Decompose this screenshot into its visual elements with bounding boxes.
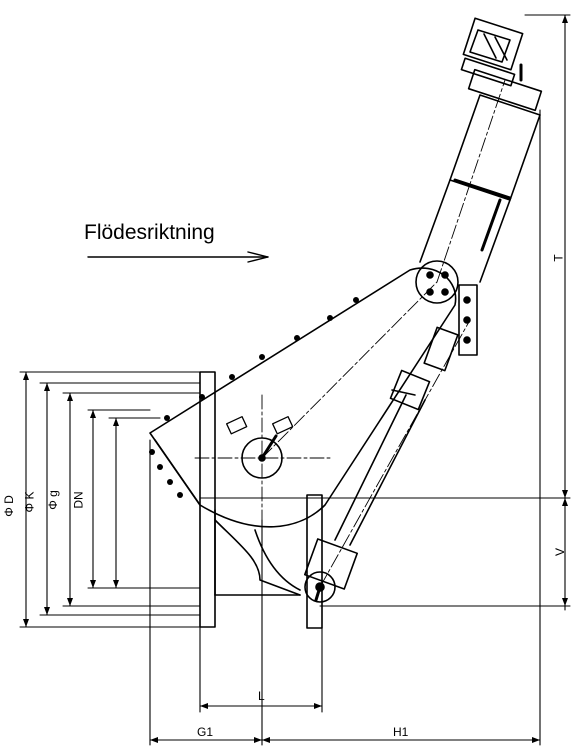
dim-dn-label: DN — [71, 491, 86, 509]
dimension-arrowheads — [23, 15, 568, 743]
valve-body — [149, 267, 457, 596]
pivot — [415, 260, 459, 304]
pipe-flange — [199, 371, 301, 628]
side-assembly — [423, 284, 478, 372]
dim-phi-d-label: Φ D — [1, 495, 16, 517]
seat-flange — [306, 494, 323, 629]
dim-l-label: L — [258, 689, 265, 703]
right-dimensions — [199, 14, 571, 746]
dim-phi-g-label: Φ g — [45, 490, 60, 510]
dim-t-label: T — [551, 254, 566, 262]
solenoid — [460, 17, 524, 87]
flow-arrow — [87, 251, 269, 263]
body-marks — [225, 416, 294, 435]
lower-pivot — [303, 538, 359, 603]
flow-direction-label: Flödesriktning — [84, 221, 215, 244]
bottom-dimensions — [149, 439, 541, 746]
piston-rod — [334, 369, 431, 546]
dim-h1-label: H1 — [393, 725, 409, 739]
dim-g1-label: G1 — [197, 725, 214, 739]
dim-v-label: V — [553, 547, 568, 557]
dim-phi-k-label: Φ K — [22, 491, 37, 513]
edge-bolts — [149, 297, 359, 498]
cylinder — [419, 68, 543, 283]
centerlines — [194, 79, 506, 588]
left-dimensions — [19, 371, 201, 628]
